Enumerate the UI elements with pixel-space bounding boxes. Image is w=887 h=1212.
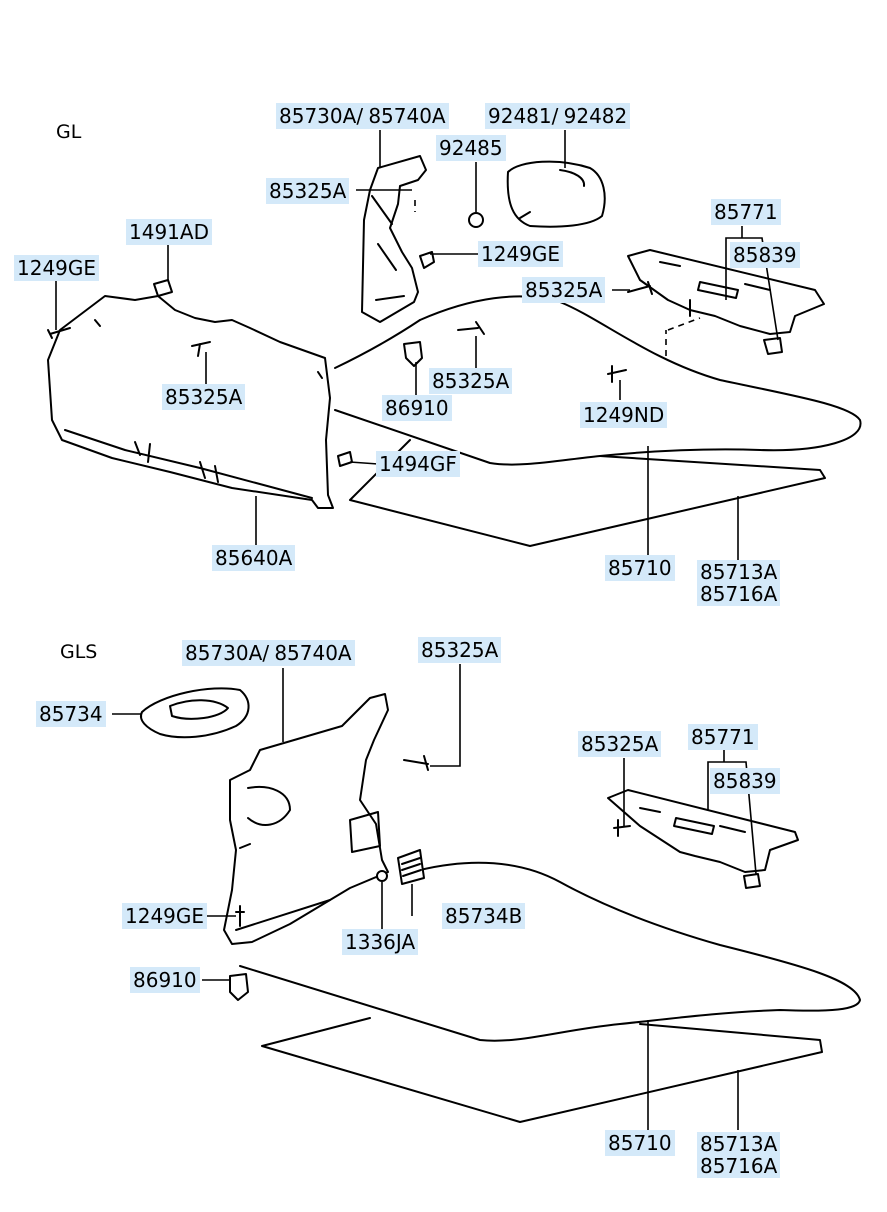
callout-86910-gls[interactable]: 86910 [130,967,200,993]
callout-85771-gls[interactable]: 85771 [688,724,758,750]
gl-clip-1491ad [153,279,173,297]
callout-85734[interactable]: 85734 [36,701,106,727]
gls-clip-86910 [229,973,249,1001]
gl-screw-1249nd [607,365,627,383]
part-number-85716a: 85716A [700,582,778,606]
gl-screw-85325a-panel [191,341,211,357]
callout-85839-gls[interactable]: 85839 [710,768,780,794]
gls-screw-1249ge [235,905,245,927]
gls-rear-sill-trim-85771 [607,789,799,873]
callout-85325a-right-gls[interactable]: 85325A [578,731,662,757]
callout-85325a-right[interactable]: 85325A [522,277,606,303]
callout-85325a-top[interactable]: 85325A [266,178,350,204]
gl-floor-mat-edge [334,319,421,369]
gl-clip-86910 [403,341,423,367]
callout-85713a-85716a-gls[interactable]: 85713A 85716A [697,1132,781,1178]
callout-85710-gl[interactable]: 85710 [605,555,675,581]
callout-1249ge-gls[interactable]: 1249GE [122,903,208,929]
callout-1336ja[interactable]: 1336JA [342,929,419,955]
gl-side-trim-detail [64,429,313,499]
part-number-85730a: 85730A [279,104,357,128]
callout-1249ge-left[interactable]: 1249GE [14,255,100,281]
callout-1249ge-mid[interactable]: 1249GE [478,241,564,267]
part-number-85730a: 85730A [185,641,263,665]
callout-1249nd[interactable]: 1249ND [580,402,668,428]
callout-85730a-85740a-gls[interactable]: 85730A/85740A [182,640,355,666]
section-label-gl: GL [56,121,82,143]
gl-side-trim-detail-2 [94,319,323,379]
callout-85710-gls[interactable]: 85710 [605,1130,675,1156]
gls-clip-85839 [743,873,761,889]
gl-quarter-trim-85730a [361,155,427,323]
callout-85325a-top-gls[interactable]: 85325A [418,637,502,663]
callout-86910-gl[interactable]: 86910 [382,395,452,421]
callout-85640a[interactable]: 85640A [212,545,296,571]
callout-85771-gl[interactable]: 85771 [711,199,781,225]
gls-quarter-trim-detail [235,786,381,931]
part-number-85716a: 85716A [700,1154,778,1178]
callout-85325a-mid[interactable]: 85325A [429,368,513,394]
gls-floor-mat-lower-85713a [261,1017,823,1123]
callout-92485[interactable]: 92485 [436,135,506,161]
callout-85839-gl[interactable]: 85839 [730,242,800,268]
callout-85730a-85740a[interactable]: 85730A/85740A [276,103,449,129]
gls-rear-sill-detail [639,807,746,835]
gl-screw-85325a-right [627,281,653,295]
callout-85325a-panel[interactable]: 85325A [162,384,246,410]
part-number-85713a: 85713A [700,560,778,584]
gl-screw-1249ge-left [47,327,71,339]
section-label-gls: GLS [60,641,98,663]
gls-floor-mat-85710 [239,861,861,1042]
callout-85734b[interactable]: 85734B [442,903,526,929]
gl-speaker-cover-detail [519,169,586,219]
gl-screw-1249ge-mid [419,251,435,269]
gl-screw-1494gf [337,451,353,467]
part-number-85740a: 85740A [274,641,352,665]
gls-screw-85325a-right [613,819,631,837]
gls-speaker-cover-detail [169,699,229,720]
part-number-92482: 92482 [563,104,628,128]
gls-screw-85325a-top [403,755,429,771]
gl-clip-85839 [763,337,783,355]
callout-1494gf[interactable]: 1494GF [376,451,460,477]
part-number-92481: 92481 [488,104,552,128]
part-number-85713a: 85713A [700,1132,778,1156]
callout-85713a-85716a-gl[interactable]: 85713A 85716A [697,560,781,606]
gl-quarter-trim-detail [371,195,405,301]
gl-screw-85325a-mid [457,321,485,335]
gls-clip-1336ja [376,870,388,882]
part-number-85740a: 85740A [368,104,446,128]
callout-92481-92482[interactable]: 92481/92482 [485,103,631,129]
gls-speaker-cover-85734 [140,687,250,739]
gl-rear-sill-detail [659,261,771,317]
callout-1491ad[interactable]: 1491AD [126,219,212,245]
gl-bolt-92485 [468,212,484,228]
